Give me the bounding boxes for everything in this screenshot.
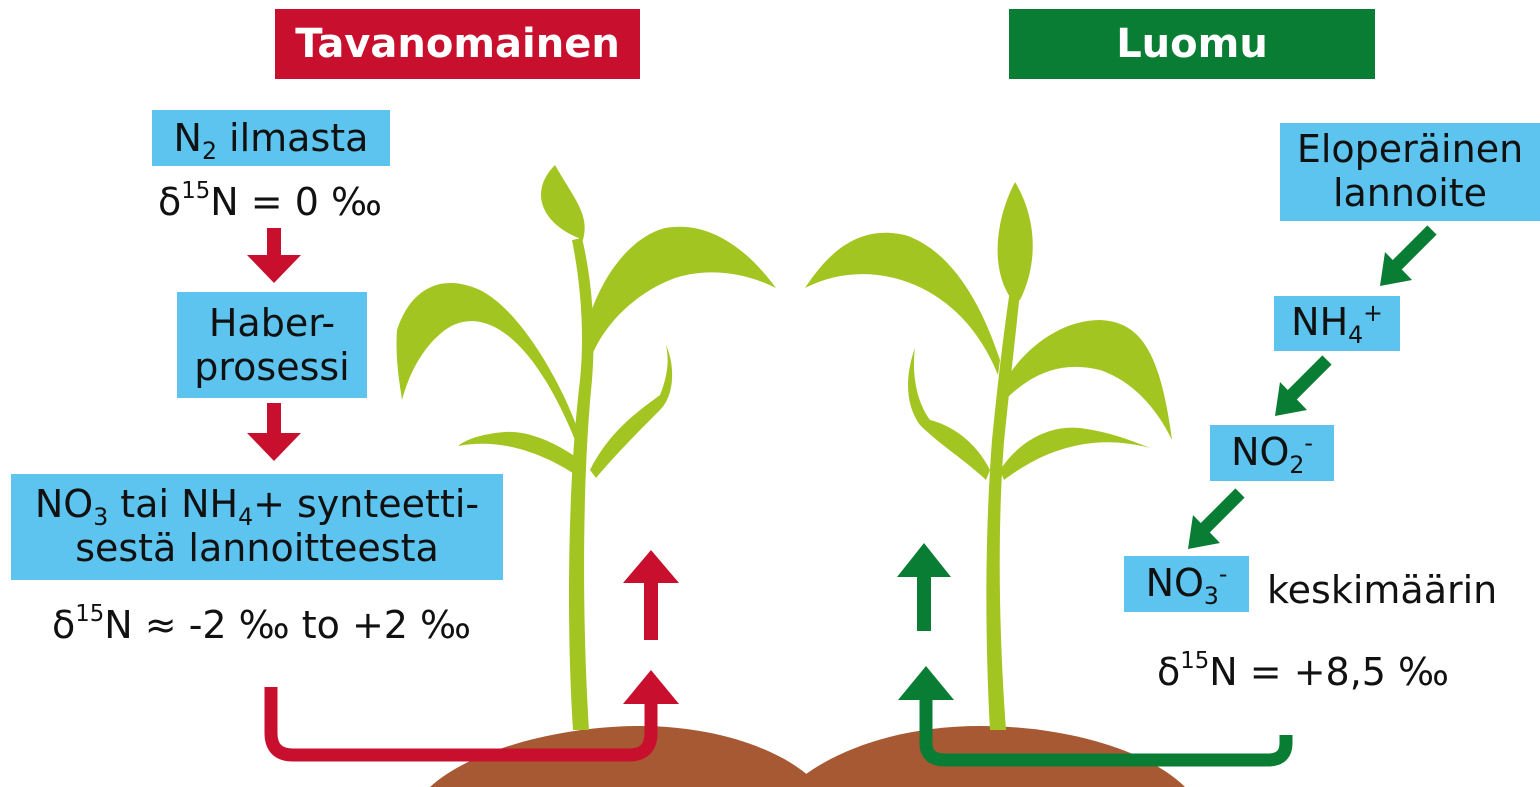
plant-right-icon xyxy=(805,182,1172,730)
arrow-diagonal-icon xyxy=(1275,360,1327,416)
arrow-up-icon xyxy=(623,670,679,704)
ammonium-box: NH4+ xyxy=(1274,296,1400,351)
arrow-up-icon xyxy=(897,543,951,631)
delta-n-synthetic: δ15N ≈ -2 ‰ to +2 ‰ xyxy=(52,603,471,647)
delta-n-organic: δ15N = +8,5 ‰ xyxy=(1157,650,1449,694)
nitrite-box: NO2- xyxy=(1210,425,1334,481)
arrow-up-icon xyxy=(898,666,954,700)
arrow-up-icon xyxy=(623,550,679,640)
arrow-down-icon xyxy=(247,403,301,461)
delta-n-air: δ15N = 0 ‰ xyxy=(158,180,382,224)
synthetic-fertilizer-box: NO3 tai NH4+ synteetti- sestä lannoittee… xyxy=(11,474,503,580)
average-label: keskimäärin xyxy=(1267,568,1497,612)
nitrate-box: NO3- xyxy=(1124,556,1249,612)
conventional-header: Tavanomainen xyxy=(275,9,640,79)
organic-header: Luomu xyxy=(1009,9,1375,79)
n2-from-air-box: N2 ilmasta xyxy=(152,110,390,166)
arrow-diagonal-icon xyxy=(1188,493,1240,549)
organic-fertilizer-box: Eloperäinen lannoite xyxy=(1280,123,1540,221)
arrow-down-icon xyxy=(247,228,301,283)
arrow-diagonal-icon xyxy=(1380,230,1432,286)
haber-process-box: Haber- prosessi xyxy=(177,292,367,398)
